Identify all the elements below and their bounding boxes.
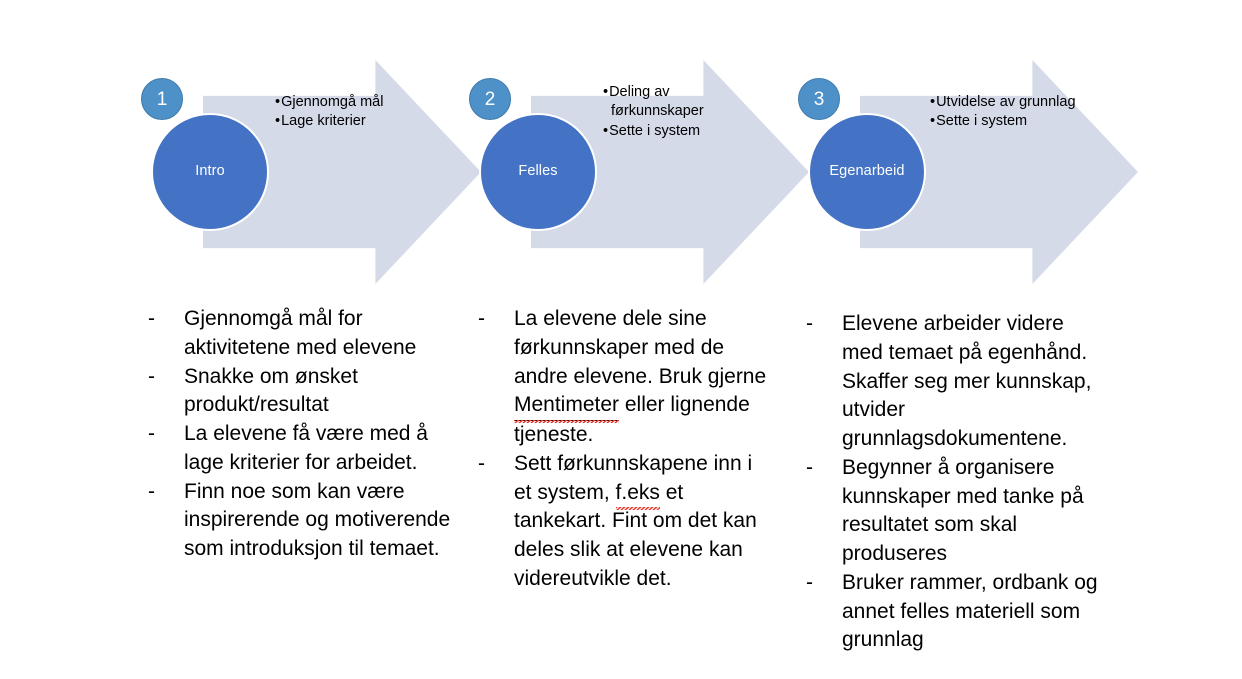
note-dash: - bbox=[478, 451, 485, 475]
stage-number: 1 bbox=[156, 88, 168, 110]
note-item: - Snakke om ønsket produkt/resultat bbox=[148, 363, 468, 421]
stage-circle-1: Intro bbox=[151, 113, 269, 231]
process-stage-3: Utvidelse av grunnlag Sette i system Ege… bbox=[798, 0, 1150, 300]
note-text-run: La elevene dele sine førkunnskaper med d… bbox=[514, 307, 767, 388]
stage-number-badge-1: 1 bbox=[141, 78, 183, 120]
notes-column-1: - Gjennomgå mål for aktivitetene med ele… bbox=[148, 305, 468, 564]
note-text: Snakke om ønsket produkt/resultat bbox=[184, 364, 358, 417]
note-text: Gjennomgå mål for aktivitetene med eleve… bbox=[184, 307, 417, 359]
note-text: Finn noe som kan være inspirerende og mo… bbox=[184, 479, 451, 561]
stage-circle-2: Felles bbox=[479, 113, 597, 231]
stage-circle-label: Felles bbox=[518, 163, 558, 180]
arrow-bullet-item: Sette i system bbox=[930, 112, 1100, 131]
note-dash: - bbox=[806, 570, 813, 594]
notes-column-3: - Elevene arbeider videre med temaet på … bbox=[806, 310, 1098, 655]
process-stage-1: Gjennomgå mål Lage kriterier Intro 1 bbox=[141, 0, 493, 300]
arrow-bullet-item: Deling av førkunnskaper bbox=[603, 83, 763, 122]
note-item: - Sett førkunnskapene inn i et system, f… bbox=[478, 450, 768, 594]
stage-number-badge-3: 3 bbox=[798, 78, 840, 120]
stage-number: 2 bbox=[484, 88, 496, 110]
stage-circle-label: Intro bbox=[195, 163, 225, 180]
note-dash: - bbox=[148, 307, 155, 330]
stage-circle-label: Egenarbeid bbox=[829, 163, 905, 180]
note-item: - Begynner å organisere kunnskaper med t… bbox=[806, 454, 1098, 569]
note-dash: - bbox=[478, 307, 485, 330]
note-text: Bruker rammer, ordbank og annet felles m… bbox=[842, 570, 1098, 652]
arrow-bullets-3: Utvidelse av grunnlag Sette i system bbox=[930, 0, 1100, 224]
spellcheck-underlined-word: f.eks bbox=[615, 479, 661, 511]
spellcheck-underlined-word: Mentimeter bbox=[514, 391, 620, 423]
note-text: La elevene dele sine førkunnskaper med d… bbox=[514, 305, 768, 450]
stage-number: 3 bbox=[813, 88, 825, 110]
stage-number-badge-2: 2 bbox=[469, 78, 511, 120]
stage-circle-3: Egenarbeid bbox=[808, 113, 926, 231]
note-text-run: et tankekart. Fint om det kan deles slik… bbox=[514, 480, 757, 590]
note-text: La elevene få være med å lage kriterier … bbox=[184, 422, 428, 474]
notes-column-2: - La elevene dele sine førkunnskaper med… bbox=[478, 305, 768, 594]
note-text: Begynner å organisere kunnskaper med tan… bbox=[842, 455, 1084, 566]
note-item: - La elevene dele sine førkunnskaper med… bbox=[478, 305, 768, 450]
arrow-bullet-item: Gjennomgå mål bbox=[275, 93, 435, 112]
note-dash: - bbox=[148, 479, 155, 503]
arrow-bullet-item: Utvidelse av grunnlag bbox=[930, 93, 1100, 112]
note-text: Elevene arbeider videre med temaet på eg… bbox=[842, 312, 1092, 451]
note-text: Sett førkunnskapene inn i et system, f.e… bbox=[514, 450, 768, 594]
note-dash: - bbox=[148, 364, 155, 388]
note-item: - Finn noe som kan være inspirerende og … bbox=[148, 478, 468, 564]
note-item: - Elevene arbeider videre med temaet på … bbox=[806, 310, 1098, 454]
note-item: - Gjennomgå mål for aktivitetene med ele… bbox=[148, 305, 468, 363]
note-dash: - bbox=[148, 422, 155, 446]
note-text-run: eller lignende tjeneste. bbox=[514, 393, 750, 447]
note-dash: - bbox=[806, 455, 813, 479]
note-text-run: Sett førkunnskapene inn i et system, bbox=[514, 451, 753, 504]
note-item: - La elevene få være med å lage kriterie… bbox=[148, 420, 468, 478]
arrow-bullets-1: Gjennomgå mål Lage kriterier bbox=[275, 0, 435, 224]
note-item: - Bruker rammer, ordbank og annet felles… bbox=[806, 569, 1098, 655]
arrow-bullets-2: Deling av førkunnskaper Sette i system bbox=[603, 0, 763, 224]
arrow-bullet-item: Sette i system bbox=[603, 122, 763, 141]
process-stage-2: Deling av førkunnskaper Sette i system F… bbox=[469, 0, 821, 300]
note-dash: - bbox=[806, 312, 813, 335]
arrow-bullet-item: Lage kriterier bbox=[275, 112, 435, 131]
